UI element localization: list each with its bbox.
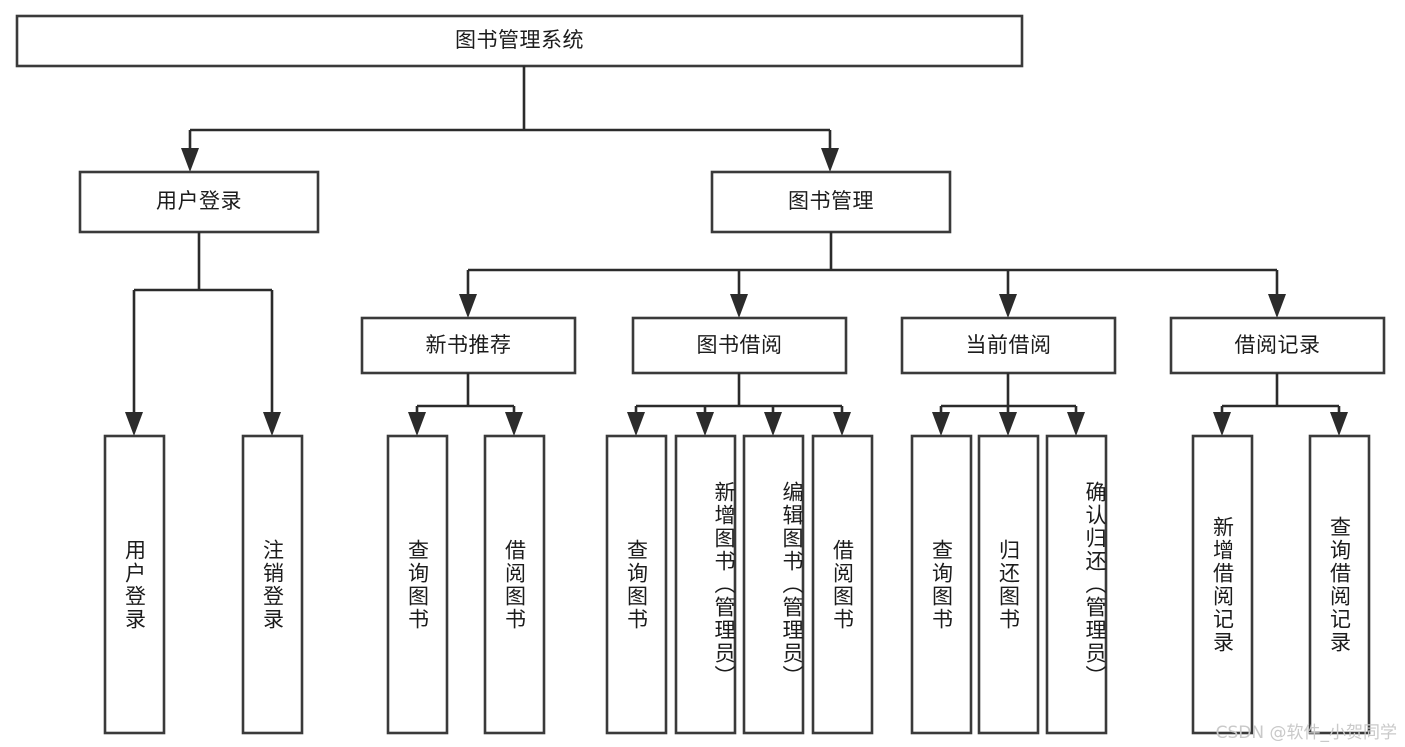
- node-new-book-recommend[interactable]: [360, 316, 577, 375]
- arrow-to-leaf-cb-1: [932, 412, 950, 436]
- arrow-to-leaf-bb-4: [833, 412, 851, 436]
- arrow-to-leaf-user-login: [125, 412, 143, 436]
- leaf-box-br-0[interactable]: [1191, 434, 1254, 735]
- csdn-watermark: CSDN @软件_小贺同学: [1215, 723, 1397, 743]
- leaf-box-cb-2[interactable]: [1045, 434, 1108, 735]
- leaf-box-nbr-1[interactable]: [483, 434, 546, 735]
- leaf-box-bb-3[interactable]: [811, 434, 874, 735]
- arrow-to-leaf-cb-2: [999, 412, 1017, 436]
- arrow-to-leaf-br-2: [1330, 412, 1348, 436]
- connector-book-manage-bus: [466, 232, 1279, 302]
- arrow-to-leaf-br-1: [1213, 412, 1231, 436]
- arrow-to-borrow-record: [1268, 294, 1286, 318]
- arrow-to-leaf-bb-1: [627, 412, 645, 436]
- leaf-box-nbr-0[interactable]: [386, 434, 449, 735]
- node-root[interactable]: [15, 14, 1024, 68]
- leaf-box-cb-0[interactable]: [910, 434, 973, 735]
- leaf-box-user-login-1[interactable]: [241, 434, 304, 735]
- leaf-box-bb-2[interactable]: [742, 434, 805, 735]
- node-book-manage[interactable]: [710, 170, 952, 234]
- connector-book-borrow-bus: [634, 373, 844, 420]
- node-current-borrow[interactable]: [900, 316, 1117, 375]
- leaf-box-bb-1[interactable]: [674, 434, 737, 735]
- arrow-to-new-book-recommend: [459, 294, 477, 318]
- arrow-to-leaf-bb-2: [696, 412, 714, 436]
- arrow-to-leaf-nbr-1: [408, 412, 426, 436]
- arrow-to-book-borrow: [730, 294, 748, 318]
- leaf-box-cb-1[interactable]: [977, 434, 1040, 735]
- node-borrow-record[interactable]: [1169, 316, 1386, 375]
- arrow-to-leaf-cb-3: [1067, 412, 1085, 436]
- arrow-to-user-login: [181, 148, 199, 172]
- node-book-borrow[interactable]: [631, 316, 848, 375]
- leaf-box-bb-0[interactable]: [605, 434, 668, 735]
- node-user-login[interactable]: [78, 170, 320, 234]
- arrow-to-current-borrow: [999, 294, 1017, 318]
- arrow-to-leaf-logout: [263, 412, 281, 436]
- leaf-box-br-1[interactable]: [1308, 434, 1371, 735]
- leaf-box-user-login-0[interactable]: [103, 434, 166, 735]
- connector-new-book-bus: [415, 373, 516, 420]
- arrow-to-book-manage: [821, 148, 839, 172]
- connector-root-bus: [188, 66, 832, 156]
- connector-user-login-bus: [132, 232, 274, 420]
- arrow-to-leaf-nbr-2: [505, 412, 523, 436]
- connector-borrow-record-bus: [1220, 373, 1341, 420]
- arrow-to-leaf-bb-3: [764, 412, 782, 436]
